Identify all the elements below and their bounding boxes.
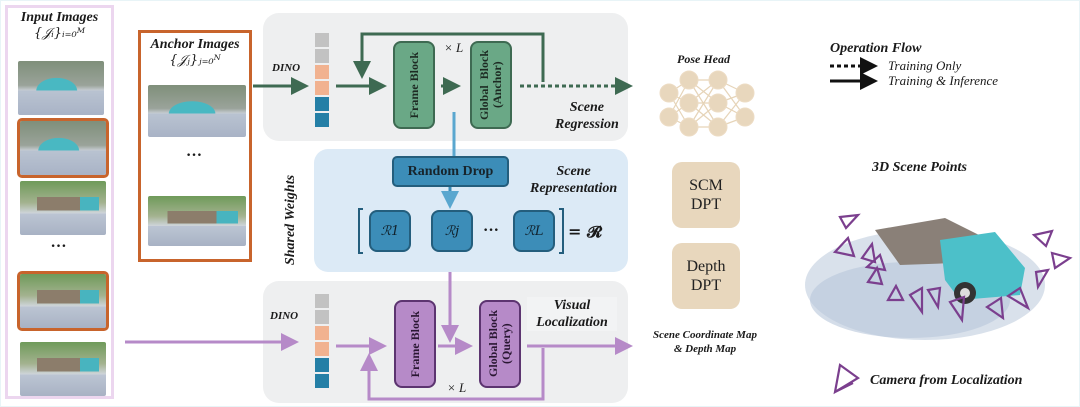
legend-title: Operation Flow bbox=[830, 41, 922, 56]
input-thumbnail bbox=[20, 181, 106, 235]
token-orange bbox=[315, 326, 329, 340]
token-gray bbox=[315, 310, 329, 324]
pose-head-title: Pose Head bbox=[677, 52, 730, 66]
representation-rl: ℛL bbox=[513, 210, 555, 252]
input-thumbnail-highlighted bbox=[17, 118, 109, 178]
loop-arrow-localization bbox=[360, 348, 545, 401]
input-thumbnail-highlighted bbox=[17, 271, 109, 331]
global-block-query-label: Global Block (Query) bbox=[486, 310, 513, 378]
output-label-line2: & Depth Map bbox=[673, 343, 737, 355]
representation-r1: ℛ1 bbox=[369, 210, 411, 252]
truck-cab bbox=[940, 232, 1025, 300]
token-gray bbox=[315, 49, 329, 63]
input-ellipsis: … bbox=[50, 234, 69, 251]
scene-point-cloud bbox=[805, 218, 1045, 340]
scene-regression-title-line1: Scene bbox=[569, 100, 604, 115]
token-stack-top bbox=[315, 33, 329, 129]
scm-dpt-head: SCM DPT bbox=[672, 162, 740, 228]
input-images-math: {𝒥ᵢ}ᵢ₌₀ᴹ bbox=[33, 26, 86, 41]
frame-block-query: Frame Block bbox=[394, 300, 436, 388]
depth-dpt-head: Depth DPT bbox=[672, 243, 740, 309]
global-block-anchor-label: Global Block (Anchor) bbox=[477, 49, 504, 120]
input-thumbnail bbox=[20, 342, 106, 396]
anchor-thumbnail bbox=[148, 85, 246, 137]
anchor-images-math: {𝒥ⱼ}ⱼ₌₀ᴺ bbox=[169, 53, 221, 68]
repeat-label-bottom: × L bbox=[447, 380, 467, 395]
global-block-anchor: Global Block (Anchor) bbox=[470, 41, 512, 129]
output-label-line1: Scene Coordinate Map bbox=[653, 329, 757, 341]
visual-localization-title: Visual Localization bbox=[527, 297, 617, 331]
token-blue bbox=[315, 97, 329, 111]
representation-rj: ℛj bbox=[431, 210, 473, 252]
token-blue bbox=[315, 113, 329, 127]
shared-weights-label: Shared Weights bbox=[283, 174, 298, 266]
right-bracket bbox=[559, 208, 564, 254]
representation-equals: = 𝓡 bbox=[568, 222, 602, 241]
input-images-panel: Input Images {𝒥ᵢ}ᵢ₌₀ᴹ … bbox=[5, 5, 114, 399]
visual-localization-title-line2: Localization bbox=[536, 315, 608, 330]
legend-training-only: Training Only bbox=[888, 58, 962, 73]
token-orange bbox=[315, 65, 329, 79]
anchor-ellipsis: … bbox=[186, 143, 204, 160]
random-drop-block: Random Drop bbox=[392, 156, 509, 187]
input-thumbnail bbox=[18, 61, 104, 115]
pose-head-network-icon bbox=[659, 70, 755, 137]
anchor-images-title: Anchor Images bbox=[150, 37, 240, 52]
left-bracket bbox=[358, 208, 363, 254]
global-block-query: Global Block (Query) bbox=[479, 300, 521, 388]
frame-block-query-label: Frame Block bbox=[407, 310, 422, 378]
token-orange bbox=[315, 81, 329, 95]
token-orange bbox=[315, 342, 329, 356]
scene-points-title: 3D Scene Points bbox=[872, 160, 967, 175]
repeat-label-top: × L bbox=[444, 40, 464, 55]
token-gray bbox=[315, 294, 329, 308]
dino-label-bottom: DINO bbox=[270, 310, 299, 322]
token-blue bbox=[315, 358, 329, 372]
frame-block-label: Frame Block bbox=[406, 51, 421, 119]
representation-ellipsis: ··· bbox=[483, 222, 500, 239]
scene-regression-title: Scene Regression bbox=[555, 99, 619, 133]
token-blue bbox=[315, 374, 329, 388]
camera-legend-label: Camera from Localization bbox=[870, 373, 1023, 388]
scene-regression-title-line2: Regression bbox=[555, 117, 619, 132]
scm-depth-output-label: Scene Coordinate Map & Depth Map bbox=[640, 328, 770, 356]
dino-label-top: DINO bbox=[272, 62, 301, 74]
frame-block-anchor: Frame Block bbox=[393, 41, 435, 129]
scene-representation-title: Scene Representation bbox=[530, 163, 617, 197]
anchor-images-panel: Anchor Images {𝒥ⱼ}ⱼ₌₀ᴺ … bbox=[138, 30, 252, 262]
legend-training-inference: Training & Inference bbox=[888, 73, 999, 88]
input-images-title: Input Images bbox=[20, 10, 99, 25]
loop-arrow-regression bbox=[353, 32, 545, 82]
visual-localization-title-line1: Visual bbox=[553, 298, 591, 313]
camera-frustums bbox=[832, 213, 1073, 395]
token-gray bbox=[315, 33, 329, 47]
scene-representation-title-line2: Representation bbox=[530, 181, 618, 196]
scene-representation-title-line1: Scene bbox=[556, 164, 591, 179]
anchor-thumbnail bbox=[148, 196, 246, 246]
token-stack-bottom bbox=[315, 294, 329, 390]
